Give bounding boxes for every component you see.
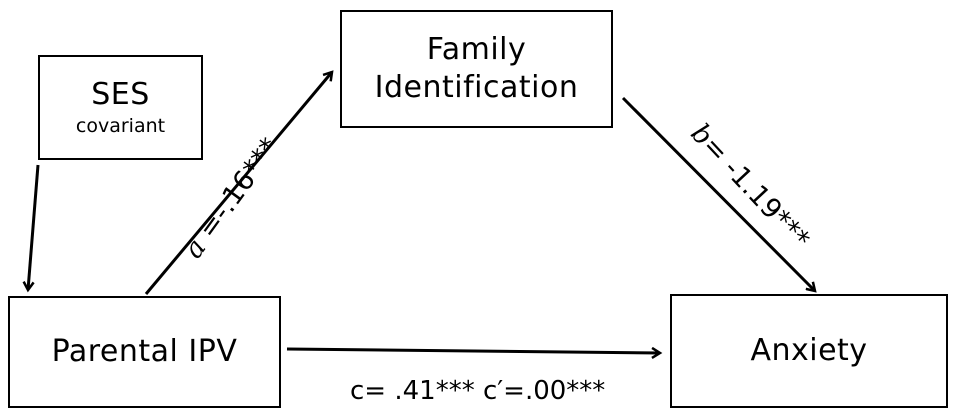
arrow-ipv-to-family [144,72,332,295]
anxiety-node: Anxiety [670,294,948,408]
ses-subtitle: covariant [75,114,166,137]
path-c-coefficient: c= .41*** c′=.00*** [350,376,606,406]
parental-ipv-node: Parental IPV [8,296,281,408]
family-label-line1: Family [426,32,527,67]
ses-title: SES [91,76,150,112]
anxiety-label: Anxiety [750,333,868,368]
arrow-ses-to-ipv [28,164,40,290]
ipv-label: Parental IPV [51,334,238,369]
arrow-ipv-to-anxiety [286,349,660,353]
arrow-family-to-anxiety [621,96,815,291]
ses-node: SES covariant [38,55,203,160]
family-identification-node: Family Identification [340,10,613,128]
family-label-line2: Identification [374,70,579,105]
